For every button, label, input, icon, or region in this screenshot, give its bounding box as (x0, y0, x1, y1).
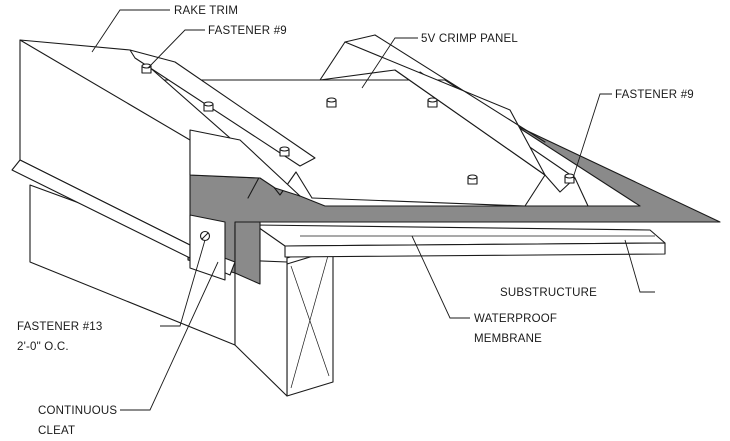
label-substructure: SUBSTRUCTURE (500, 287, 597, 299)
label-fastener-13-line2: 2'-0" O.C. (17, 341, 69, 353)
label-fastener-13-line1: FASTENER #13 (17, 321, 103, 333)
leader-lines (91, 9, 655, 411)
label-cleat-line2: CLEAT (38, 425, 75, 437)
fastener-top-3 (279, 146, 290, 157)
fastener-cleat (199, 230, 211, 242)
wood-blocking (286, 243, 334, 397)
label-waterproof-line2: MEMBRANE (474, 333, 542, 345)
crimp-panel (159, 34, 641, 207)
substructure-deck (254, 224, 666, 258)
continuous-cleat (189, 214, 226, 281)
label-waterproof-line1: WATERPROOF (474, 313, 557, 325)
label-crimp-panel: 5V CRIMP PANEL (421, 33, 518, 45)
label-fastener-9-top: FASTENER #9 (208, 25, 287, 37)
label-rake-trim: RAKE TRIM (174, 5, 238, 17)
label-fastener-9-right: FASTENER #9 (615, 89, 694, 101)
fastener-top-2 (203, 101, 214, 112)
fastener-top-1 (141, 63, 152, 74)
fastener-panel-2 (427, 97, 438, 108)
label-cleat-line1: CONTINUOUS (38, 405, 117, 417)
fastener-panel-4 (564, 173, 575, 184)
fastener-panel-1 (326, 97, 337, 108)
fascia-wall (29, 184, 288, 397)
fastener-panel-3 (467, 174, 478, 185)
rake-trim (11, 39, 316, 276)
